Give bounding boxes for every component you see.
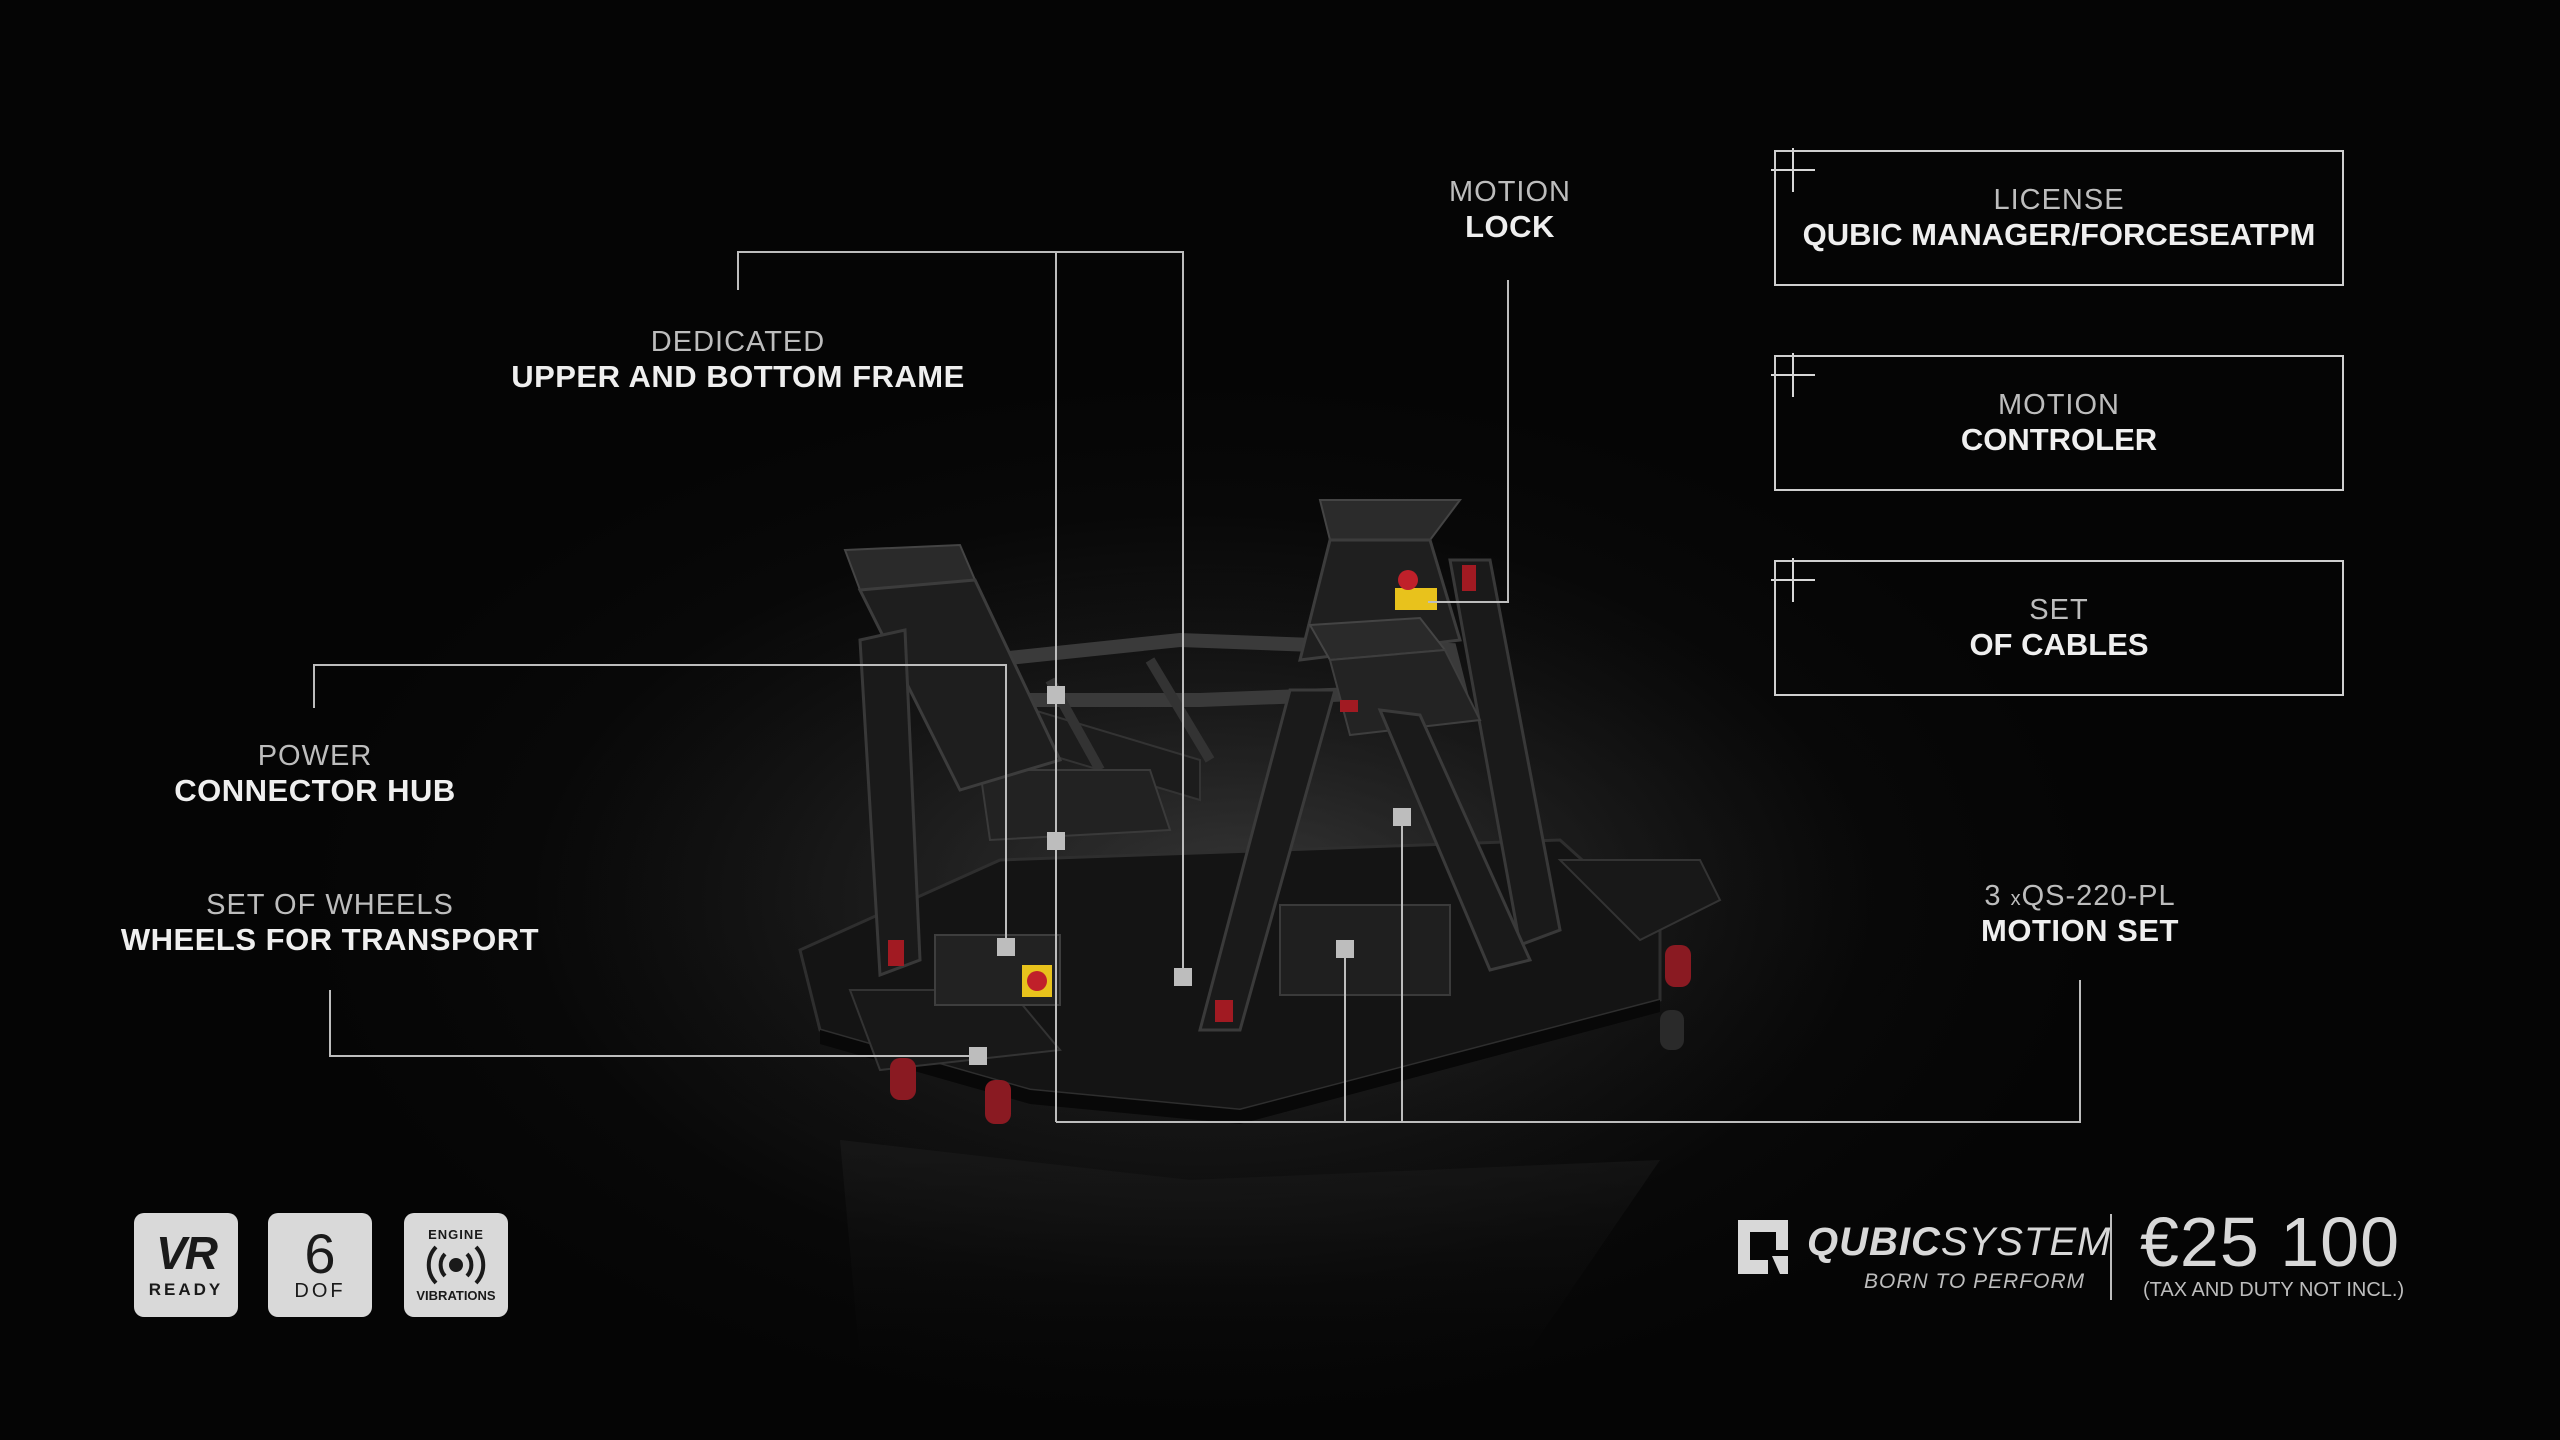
box-cables-bold: OF CABLES [1969,626,2149,662]
anchor-marker [1393,808,1411,826]
engine-vibrations-badge: ENGINE VIBRATIONS [404,1213,508,1317]
callout-power-bold: CONNECTOR HUB [174,773,456,809]
callout-motion-set: 3 xQS-220-PL MOTION SET [1930,880,2230,949]
callout-wheels: SET OF WHEELS WHEELS FOR TRANSPORT [120,889,540,958]
brand-name-bold: QUBIC [1807,1220,1941,1264]
vr-badge-small: READY [148,1280,224,1299]
price-note: (TAX AND DUTY NOT INCL.) [2143,1279,2405,1301]
leader-line-motion-lock [1428,280,1509,603]
callout-motion-set-bold: MOTION SET [1981,913,2179,949]
anchor-marker [1174,968,1192,986]
motion-set-times: x [2010,888,2022,910]
callout-frame-thin: DEDICATED [650,326,826,358]
vibration-icon [426,1245,486,1285]
box-controller-thin: MOTION [1998,388,2120,421]
qubic-logo-icon [1738,1220,1788,1274]
vr-badge-big: VR [156,1227,218,1279]
dof-badge-big: 6 [304,1221,336,1285]
callout-motion-lock-bold: LOCK [1465,209,1555,245]
dof-badge: 6 DOF [268,1213,372,1317]
engine-badge-bottom: VIBRATIONS [416,1288,496,1303]
leader-line-wheels [329,990,978,1057]
callout-frame-bold: UPPER AND BOTTOM FRAME [511,359,965,395]
box-cables-thin: SET [2029,593,2089,626]
box-license-bold: QUBIC MANAGER/FORCESEATPM [1802,216,2316,252]
dof-badge-small: DOF [294,1280,346,1303]
anchor-marker [1047,686,1065,704]
callout-motion-set-thin: 3 xQS-220-PL [1930,880,2230,913]
callout-power-thin: POWER [257,740,373,772]
leader-line-power [313,664,1007,948]
callout-motion-lock-thin: MOTION [1449,176,1571,208]
plus-icon [1771,353,1815,397]
callout-motion-lock: MOTION LOCK [1400,176,1620,245]
price-divider [2110,1214,2112,1300]
included-box-controller: MOTION CONTROLER [1774,355,2344,491]
brand-tagline: BORN TO PERFORM [1864,1270,2086,1293]
motion-set-model: QS-220-PL [2021,880,2176,912]
vr-ready-badge: VR READY [134,1213,238,1317]
callout-wheels-bold: WHEELS FOR TRANSPORT [120,922,540,958]
brand-name-light: SYSTEM [1940,1220,2112,1264]
leader-line-motion-set [1056,980,2081,1123]
motion-set-qty: 3 [1984,880,2002,912]
box-controller-bold: CONTROLER [1960,421,2158,457]
anchor-marker [1336,940,1354,958]
anchor-marker [1047,832,1065,850]
callout-frame: DEDICATED UPPER AND BOTTOM FRAME [478,326,998,395]
qubic-system-logo: QUBICSYSTEM BORN TO PERFORM [1732,1212,2110,1302]
plus-icon [1771,148,1815,192]
price-value: €25 100 [2140,1203,2401,1281]
callout-wheels-thin: SET OF WHEELS [206,889,454,921]
brand-name: QUBICSYSTEM [1807,1220,2111,1265]
engine-badge-top: ENGINE [428,1227,484,1242]
anchor-marker [969,1047,987,1065]
leader-line-frame [737,251,1184,980]
callout-power: POWER CONNECTOR HUB [150,740,480,809]
included-box-license: LICENSE QUBIC MANAGER/FORCESEATPM [1774,150,2344,286]
anchor-marker [997,938,1015,956]
box-license-thin: LICENSE [1993,183,2125,216]
plus-icon [1771,558,1815,602]
included-box-cables: SET OF CABLES [1774,560,2344,696]
